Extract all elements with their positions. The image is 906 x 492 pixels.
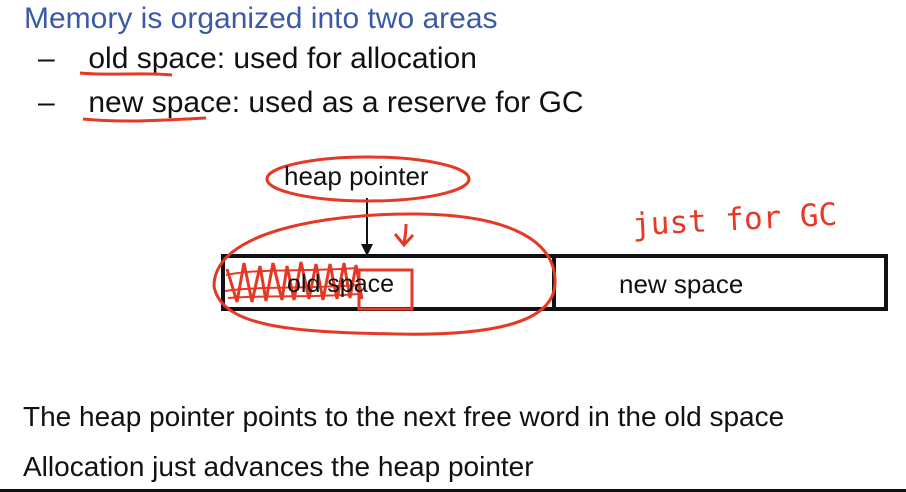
new-space-label: new space [619, 269, 744, 299]
heap-pointer-arrow-head [361, 244, 373, 256]
bullet-dash: – [38, 42, 55, 75]
underline-old-space [79, 71, 173, 77]
allocated-scribble-2 [224, 267, 361, 299]
heap-pointer-label: heap pointer [284, 161, 429, 191]
old-space-label: old space [287, 270, 395, 298]
bottom-rule [0, 489, 906, 492]
small-arrow-mark [393, 223, 415, 248]
heap-pointer-circle [265, 155, 471, 203]
bullet-old-space: – old space: used for allocation [38, 42, 477, 76]
current-allocation-box [357, 268, 414, 311]
footer-line-1: The heap pointer points to the next free… [23, 401, 785, 432]
footer-line-2: Allocation just advances the heap pointe… [23, 451, 534, 482]
slide-title: Memory is organized into two areas [24, 2, 498, 35]
old-space-circle [212, 212, 557, 336]
bullet-dash: – [38, 86, 55, 119]
bullet-new-space: – new space: used as a reserve for GC [38, 86, 584, 120]
bullet-text: new space: used as a reserve for GC [88, 86, 584, 119]
bullet-text: old space: used for allocation [88, 42, 477, 75]
underline-new-space [82, 116, 207, 123]
